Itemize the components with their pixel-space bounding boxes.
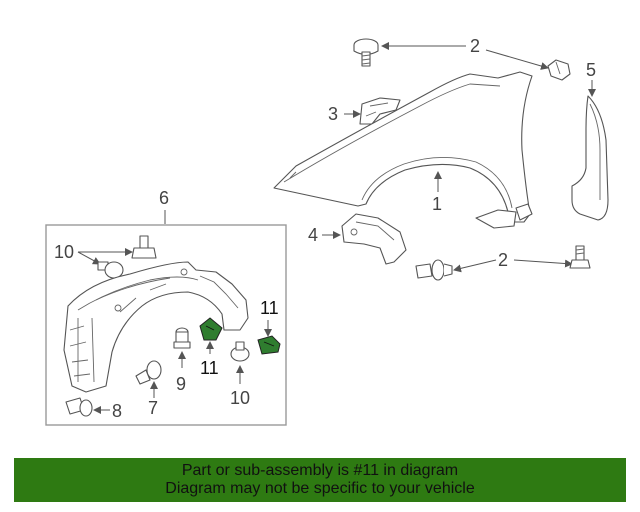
bolt-2-top-right (547, 59, 571, 81)
parts-diagram: 2 5 3 1 4 2 (45, 36, 609, 426)
bracket-3 (359, 97, 401, 125)
callout-9: 9 (176, 374, 186, 394)
callout-8: 8 (112, 401, 122, 421)
notice-banner: Part or sub-assembly is #11 in diagram D… (14, 458, 626, 502)
leader-2-lower-left (453, 259, 497, 273)
clip-11-left (199, 317, 223, 341)
bolt-10-c (230, 341, 250, 362)
banner-line-1: Part or sub-assembly is #11 in diagram (181, 462, 459, 479)
callout-1: 1 (432, 194, 442, 214)
leader-10-b (77, 251, 101, 265)
mud-flap (571, 95, 609, 221)
callout-11-bottom: 11 (200, 358, 219, 378)
callout-10-top: 10 (54, 242, 74, 262)
callout-3: 3 (328, 104, 338, 124)
bolt-10-b (97, 261, 124, 279)
callout-2-top: 2 (470, 36, 480, 56)
callout-7: 7 (148, 398, 158, 418)
bolt-2-top-left (353, 38, 379, 67)
callout-6: 6 (159, 188, 169, 208)
callout-4: 4 (308, 225, 318, 245)
bolt-2-lower-left (415, 259, 453, 281)
callout-2-lower: 2 (498, 250, 508, 270)
bracket-4 (341, 213, 407, 265)
callout-10-bottom: 10 (230, 388, 250, 408)
callout-5: 5 (586, 60, 596, 80)
banner-line-2: Diagram may not be specific to your vehi… (165, 480, 475, 497)
leader-2-lower-right (513, 259, 573, 268)
fender (273, 71, 533, 229)
bolt-2-lower-right (569, 245, 591, 269)
screw-9 (173, 327, 191, 349)
clip-8 (65, 397, 93, 417)
inner-fender-liner (63, 261, 249, 393)
group-box-6 (45, 224, 287, 426)
callout-11-top: 11 (260, 298, 279, 318)
clip-11-right (257, 335, 281, 355)
clip-7 (135, 360, 162, 385)
leader-2-top-right (485, 49, 549, 70)
bolt-10-a (131, 235, 157, 259)
